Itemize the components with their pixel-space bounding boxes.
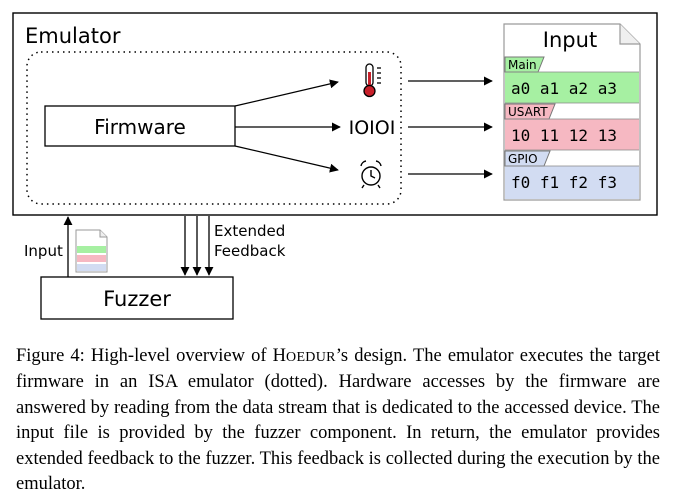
emulator-box bbox=[12, 12, 658, 216]
fuzzer-box bbox=[40, 276, 234, 320]
firmware-label: Firmware bbox=[94, 115, 186, 139]
isa-emulator-region bbox=[26, 51, 402, 205]
stream-gpio-row bbox=[505, 166, 639, 199]
stream-gpio-values: f0 f1 f2 f3 bbox=[511, 173, 617, 192]
input-file-label: Input bbox=[543, 28, 597, 52]
serial-icon: IOIOI bbox=[349, 117, 396, 139]
firmware-box bbox=[44, 105, 236, 147]
caption-name-initial: H bbox=[272, 346, 287, 366]
stream-usart-row bbox=[505, 119, 639, 150]
caption-name-rest: OEDUR bbox=[286, 350, 336, 365]
stream-main-name: Main bbox=[508, 58, 537, 72]
fuzzer-label: Fuzzer bbox=[103, 287, 171, 311]
fuzzer-input-label: Input bbox=[24, 242, 63, 260]
feedback-label-line1: Extended bbox=[214, 222, 285, 240]
stream-gpio-name: GPIO bbox=[508, 152, 538, 166]
emulator-label: Emulator bbox=[25, 24, 121, 48]
alarm-clock-icon bbox=[360, 160, 382, 189]
caption-body: ’s design. The emulator executes the tar… bbox=[16, 346, 660, 495]
stream-main-values: a0 a1 a2 a3 bbox=[511, 79, 617, 98]
stream-main-row bbox=[505, 72, 639, 103]
figure-caption: Figure 4: High-level overview of HOEDUR’… bbox=[16, 344, 660, 497]
input-file-mini-icon bbox=[75, 229, 108, 273]
caption-prefix: Figure 4: High-level overview of bbox=[16, 346, 273, 366]
thermometer-icon bbox=[363, 63, 381, 98]
stream-usart-name: USART bbox=[508, 105, 548, 119]
input-file bbox=[503, 23, 641, 201]
firmware-to-sensor-arrow bbox=[234, 79, 339, 107]
feedback-label-line2: Feedback bbox=[214, 242, 286, 260]
stream-usart-values: 10 11 12 13 bbox=[511, 126, 617, 145]
firmware-to-timer-arrow bbox=[234, 145, 339, 173]
hoedur-design-diagram: Emulator Firmware IOIOI bbox=[12, 12, 658, 320]
